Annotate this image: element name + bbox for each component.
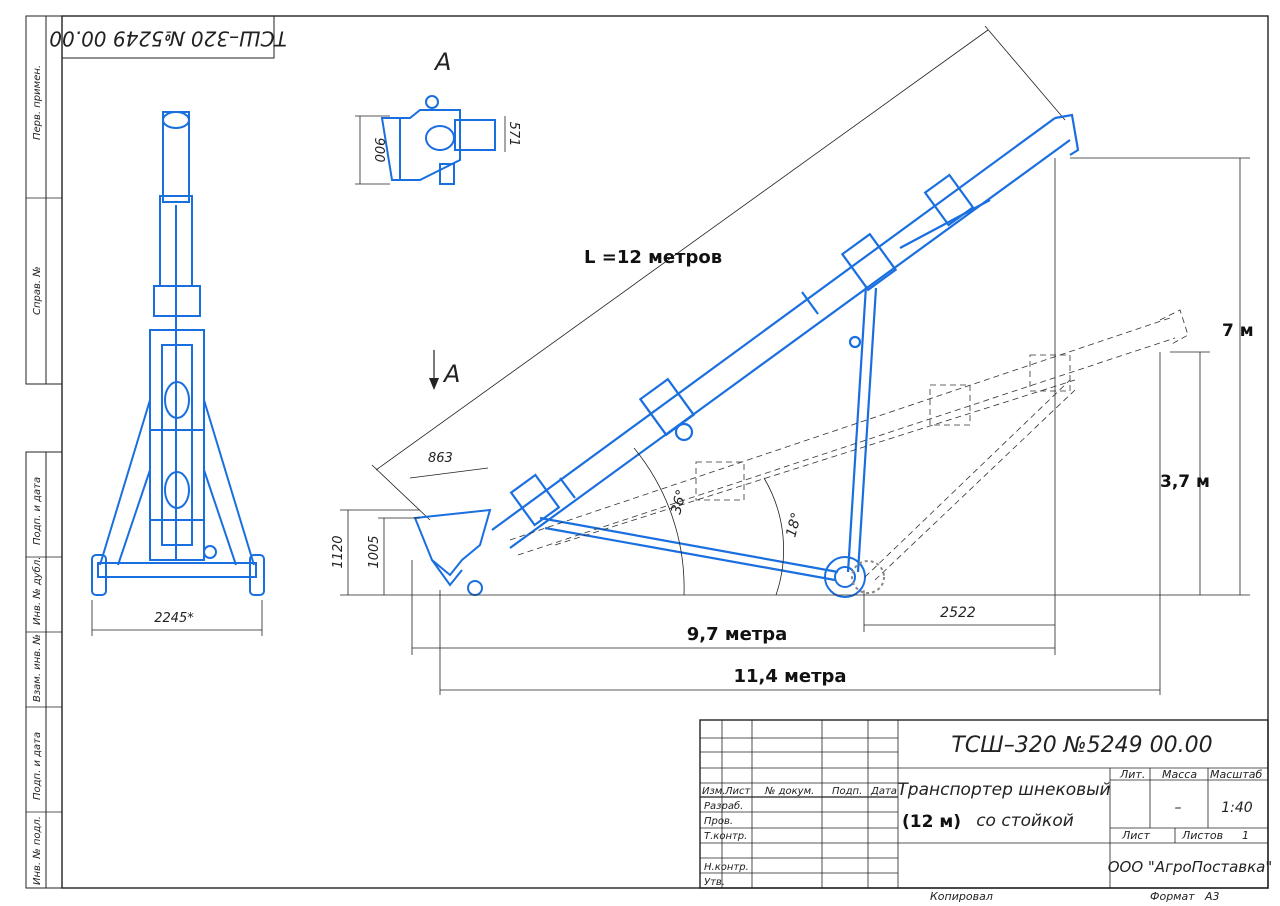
dim-900: 900 bbox=[371, 138, 386, 163]
stamp-vzam-inv: Взам. инв. № bbox=[32, 634, 43, 702]
title-block: ТСШ–320 №5249 00.00 Транспортер шнековый… bbox=[699, 719, 1273, 889]
tb-format: Формат bbox=[1150, 890, 1195, 903]
tb-kopiroval: Копировал bbox=[930, 890, 993, 903]
view-a-dims: 900 571 bbox=[355, 115, 521, 185]
stamp-podp-data-1: Подп. и дата bbox=[32, 477, 43, 545]
svg-text:Утв.: Утв. bbox=[704, 877, 725, 888]
svg-text:Изм.: Изм. bbox=[702, 786, 726, 797]
svg-text:Дата: Дата bbox=[870, 786, 897, 797]
conveyor-lowered bbox=[509, 309, 1189, 581]
svg-text:Листов: Листов bbox=[1181, 829, 1223, 842]
height-max: 7 м bbox=[1222, 321, 1254, 341]
stamp-podp-data-2: Подп. и дата bbox=[32, 732, 43, 800]
dim-1005: 1005 bbox=[367, 535, 382, 568]
svg-text:1: 1 bbox=[1242, 829, 1249, 842]
reach-9-7: 9,7 метра bbox=[687, 624, 788, 645]
view-a-arrow: А bbox=[429, 350, 460, 390]
tb-name-line2: со стойкой bbox=[976, 811, 1074, 831]
svg-text:Н.контр.: Н.контр. bbox=[704, 862, 749, 873]
svg-text:Масса: Масса bbox=[1162, 768, 1197, 781]
dim-571: 571 bbox=[506, 122, 521, 147]
front-view-dims: 2245* bbox=[91, 600, 263, 636]
view-a-detail bbox=[380, 95, 496, 185]
left-stamp-column-labels bbox=[45, 15, 63, 385]
svg-text:Т.контр.: Т.контр. bbox=[704, 831, 747, 842]
svg-text:А: А bbox=[442, 360, 460, 388]
svg-text:ООО "АгроПоставка": ООО "АгроПоставка" bbox=[1108, 858, 1273, 876]
dim-1120: 1120 bbox=[331, 535, 346, 568]
doc-code-rotated: ТСШ–320 №5249 00.00 bbox=[49, 27, 286, 51]
dim-2245: 2245* bbox=[154, 611, 194, 626]
svg-text:–: – bbox=[1175, 800, 1182, 816]
view-a-label: А bbox=[433, 48, 451, 76]
svg-text:1:40: 1:40 bbox=[1221, 800, 1253, 816]
tb-code: ТСШ–320 №5249 00.00 bbox=[951, 733, 1212, 758]
dim-2522: 2522 bbox=[940, 605, 976, 621]
length-dimension: L =12 метров bbox=[371, 25, 1066, 521]
angle-36: 36° bbox=[668, 488, 690, 516]
tb-format-val: А3 bbox=[1204, 890, 1220, 903]
main-wheel bbox=[824, 556, 885, 598]
doc-code-box bbox=[61, 15, 275, 59]
svg-text:Лист: Лист bbox=[1121, 829, 1150, 842]
svg-text:№ докум.: № докум. bbox=[764, 786, 814, 797]
conveyor-raised bbox=[491, 113, 1080, 582]
length-label: L =12 метров bbox=[584, 247, 722, 268]
stamp-sprav-no: Справ. № bbox=[32, 266, 43, 315]
svg-text:Пров.: Пров. bbox=[704, 816, 733, 827]
height-dims-right: 7 м 3,7 м bbox=[1054, 157, 1254, 695]
tb-name-line1: Транспортер шнековый bbox=[897, 780, 1110, 800]
svg-text:Масштаб: Масштаб bbox=[1210, 768, 1262, 781]
hopper-height-dims: 1120 1005 863 bbox=[331, 451, 489, 595]
hopper bbox=[413, 508, 492, 596]
stamp-inv-dubl: Инв. № дубл. bbox=[31, 557, 43, 625]
reach-dims: 2522 9,7 метра 11,4 метра bbox=[411, 560, 1160, 695]
front-view bbox=[91, 111, 265, 596]
tb-name-extra: (12 м) bbox=[902, 812, 961, 832]
svg-text:Подп.: Подп. bbox=[832, 786, 862, 797]
stamp-perv-primen: Перв. примен. bbox=[32, 65, 43, 140]
svg-text:Разраб.: Разраб. bbox=[704, 800, 743, 812]
stamp-inv-podl: Инв. № подл. bbox=[32, 816, 43, 885]
reach-11-4: 11,4 метра bbox=[733, 666, 846, 687]
svg-text:Лит.: Лит. bbox=[1119, 768, 1145, 781]
svg-text:Лист: Лист bbox=[724, 786, 752, 797]
height-min: 3,7 м bbox=[1160, 472, 1210, 492]
dim-863: 863 bbox=[428, 451, 453, 466]
angle-18: 18° bbox=[783, 511, 805, 539]
angle-arcs: 36° 18° bbox=[633, 447, 805, 596]
